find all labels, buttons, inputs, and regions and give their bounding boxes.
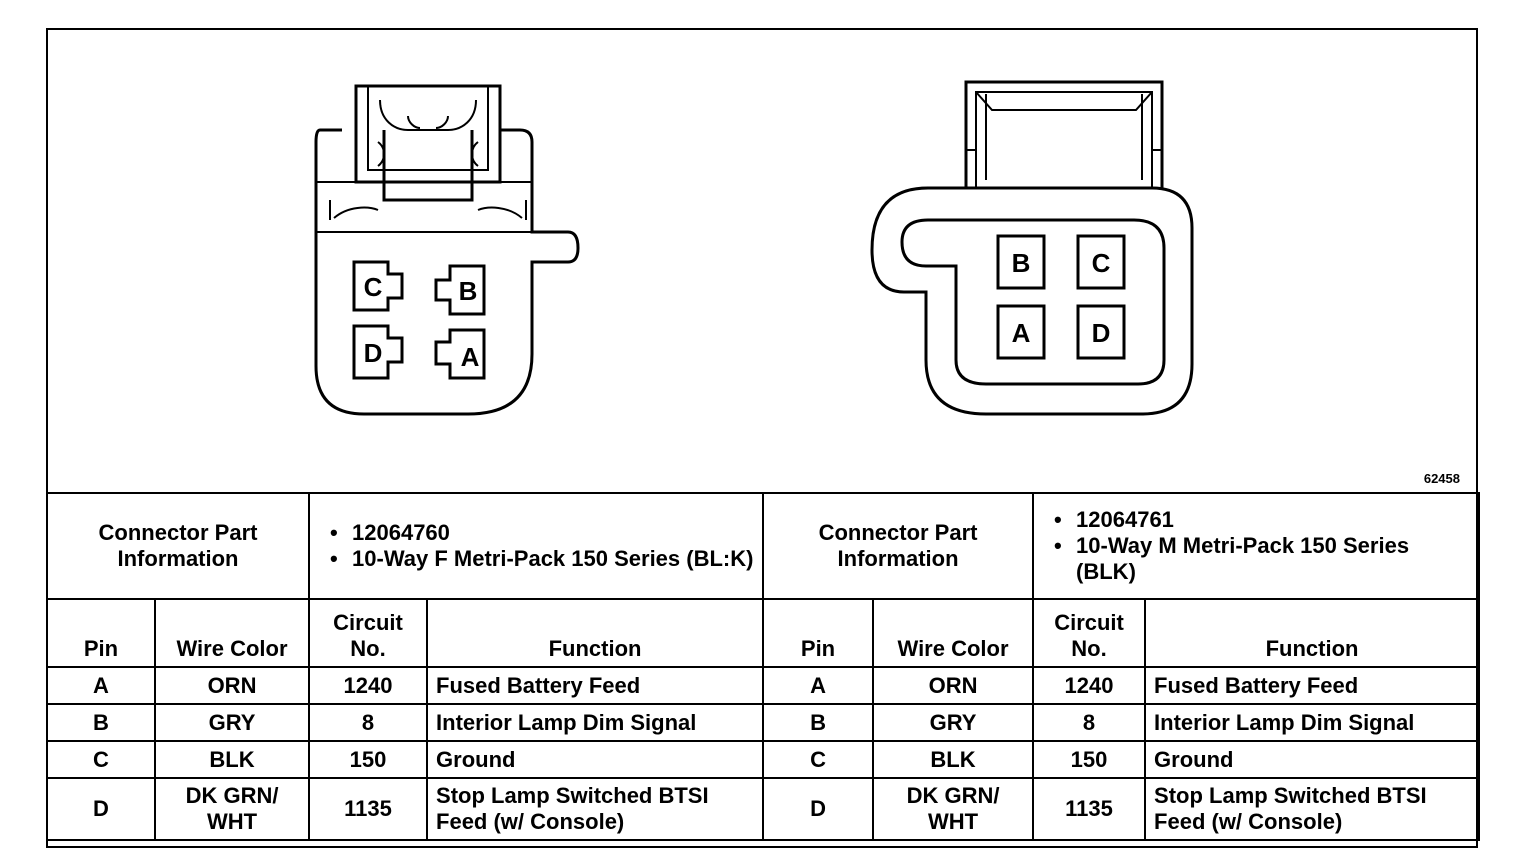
function-cell: Interior Lamp Dim Signal [1144,703,1481,742]
function-cell: Stop Lamp Switched BTSI Feed (w/ Console… [1144,777,1481,841]
wire-color-cell: ORN [872,666,1035,705]
header-function: Function [1144,598,1481,668]
part-number: 12064760 [330,520,754,546]
connector-part-info: 12064761 10-Way M Metri-Pack 150 Series … [1032,492,1481,600]
male-cavity-label: C [1092,248,1111,278]
pinout-table: Connector Part Information 12064760 10-W… [45,492,1481,841]
pin-cell: B [46,703,156,742]
table-row: A ORN 1240 Fused Battery Feed A ORN 1240… [46,666,1481,705]
circuit-cell: 8 [1032,703,1147,742]
wire-color-cell: DK GRN/ WHT [872,777,1035,841]
circuit-cell: 1240 [1032,666,1147,705]
male-connector [870,80,1194,416]
circuit-cell: 8 [308,703,429,742]
female-cavity-label: C [364,272,383,302]
function-cell: Ground [426,740,765,779]
wire-color-cell: GRY [872,703,1035,742]
connector-info-label: Connector Part Information [762,492,1035,600]
header-wire-color: Wire Color [153,598,311,668]
function-cell: Fused Battery Feed [1144,666,1481,705]
connector-info-row: Connector Part Information 12064760 10-W… [45,492,1481,600]
connector-sheet: C B D A B C A [45,28,1481,848]
connector-info-label: Connector Part Information [45,492,311,600]
function-cell: Fused Battery Feed [426,666,765,705]
circuit-cell: 1240 [308,666,429,705]
part-description: 10-Way F Metri-Pack 150 Series (BL:K) [330,546,754,572]
pin-cell: C [46,740,156,779]
female-cavity-label: D [364,338,383,368]
table-row: B GRY 8 Interior Lamp Dim Signal B GRY 8… [46,703,1481,742]
connector-drawing: C B D A B C A [314,80,1194,416]
circuit-cell: 150 [308,740,429,779]
wire-color-cell: ORN [153,666,311,705]
pin-cell: D [46,777,156,841]
function-cell: Ground [1144,740,1481,779]
pin-cell: A [46,666,156,705]
table-row: D DK GRN/ WHT 1135 Stop Lamp Switched BT… [46,777,1481,841]
header-circuit: Circuit No. [308,598,429,668]
pin-cell: A [762,666,875,705]
circuit-cell: 1135 [1032,777,1147,841]
header-circuit: Circuit No. [1032,598,1147,668]
header-pin: Pin [762,598,875,668]
function-cell: Interior Lamp Dim Signal [426,703,765,742]
male-cavity-label: D [1092,318,1111,348]
pin-cell: D [762,777,875,841]
connector-part-info: 12064760 10-Way F Metri-Pack 150 Series … [308,492,765,600]
male-cavity-label: A [1012,318,1031,348]
male-cavity-label: B [1012,248,1031,278]
circuit-cell: 150 [1032,740,1147,779]
part-number: 12064761 [1054,507,1470,533]
wire-color-cell: GRY [153,703,311,742]
header-pin: Pin [46,598,156,668]
table-header-row: Pin Wire Color Circuit No. Function Pin … [46,598,1481,668]
header-function: Function [426,598,765,668]
connector-figure: C B D A B C A [48,30,1476,494]
function-cell: Stop Lamp Switched BTSI Feed (w/ Console… [426,777,765,841]
part-description: 10-Way M Metri-Pack 150 Series (BLK) [1054,533,1470,585]
female-cavity-label: A [461,342,480,372]
wire-color-cell: DK GRN/ WHT [153,777,311,841]
figure-number: 62458 [1423,471,1460,486]
female-connector [314,84,580,416]
circuit-cell: 1135 [308,777,429,841]
wire-color-cell: BLK [153,740,311,779]
wire-color-cell: BLK [872,740,1035,779]
pin-cell: B [762,703,875,742]
female-cavity-label: B [459,276,478,306]
table-row: C BLK 150 Ground C BLK 150 Ground [46,740,1481,779]
header-wire-color: Wire Color [872,598,1035,668]
pin-cell: C [762,740,875,779]
